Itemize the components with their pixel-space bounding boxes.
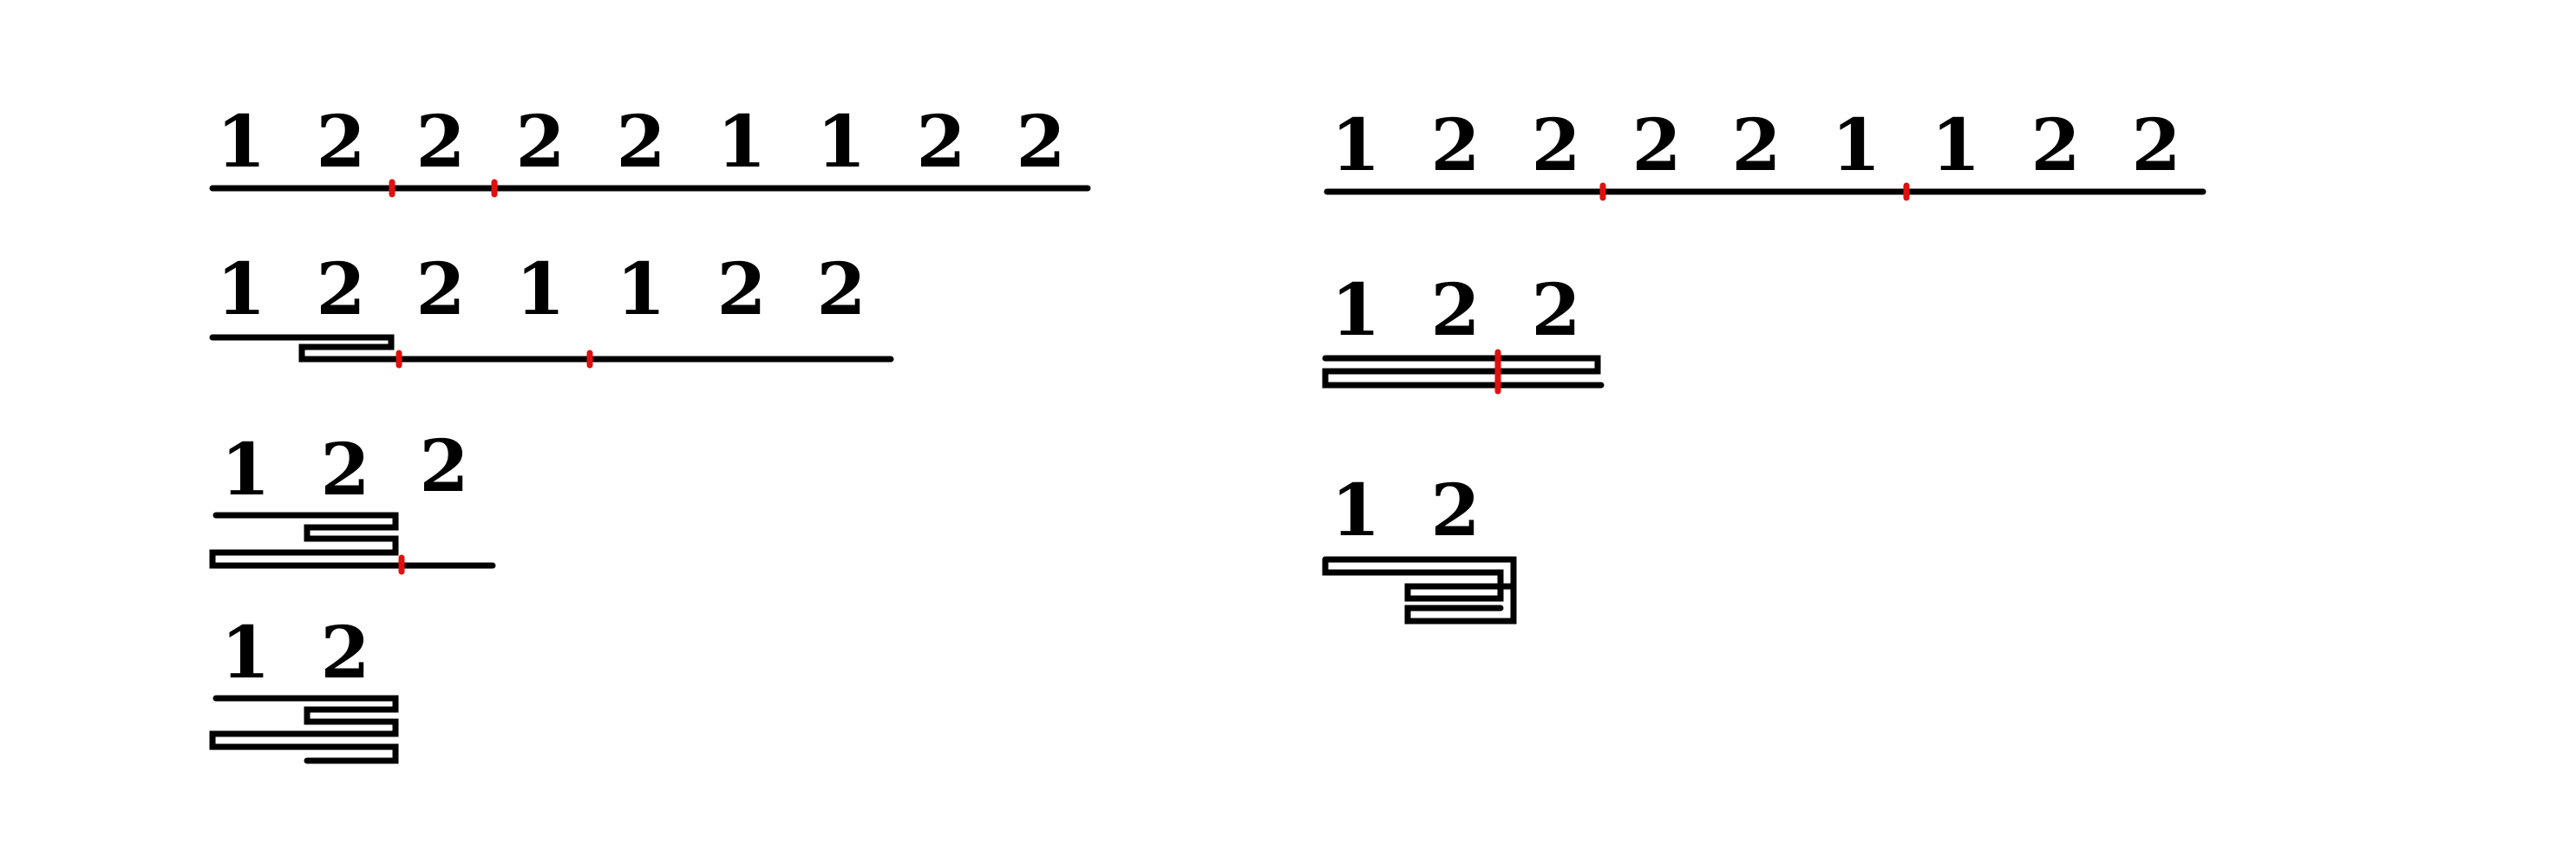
paper-strip [1322, 355, 1605, 389]
strip-label: 1 [1330, 269, 1380, 352]
left-step-3-labels: 1 2 2 [220, 425, 468, 512]
strip-label: 2 [1430, 269, 1480, 352]
strip-label: 1 [1931, 104, 1980, 187]
right-step-1-labels: 1 2 2 2 2 1 1 2 2 [1330, 104, 2180, 187]
left-step-4-labels: 1 2 [220, 612, 369, 695]
strip-label: 2 [415, 101, 465, 184]
right-step-2: 1 2 2 [1322, 269, 1605, 395]
strip-label: 2 [1430, 469, 1480, 553]
left-step-4: 1 2 [209, 612, 399, 764]
left-panel: 1 2 2 2 2 1 1 2 2 1 2 2 1 1 2 [209, 101, 1091, 764]
strip-label: 1 [216, 248, 265, 331]
strip-label: 2 [316, 101, 365, 184]
strip-label: 2 [1430, 104, 1480, 187]
strip-label: 2 [1731, 104, 1781, 187]
strip-label: 2 [415, 248, 465, 331]
strip-label: 2 [616, 101, 665, 184]
strip-label: 2 [515, 101, 565, 184]
strip-label: 2 [716, 248, 766, 331]
paper-strip [209, 512, 496, 569]
strip-label: 2 [320, 428, 369, 512]
strip-label: 2 [816, 248, 866, 331]
right-step-1: 1 2 2 2 2 1 1 2 2 [1324, 104, 2207, 201]
strip-label: 2 [419, 425, 468, 508]
strip-label: 1 [1330, 469, 1380, 553]
paper-strip [209, 334, 894, 363]
strip-label: 1 [616, 248, 665, 331]
strip-label: 2 [320, 612, 369, 695]
strip-label: 1 [515, 248, 565, 331]
paper-strip [1322, 556, 1517, 602]
strip-label: 1 [1330, 104, 1380, 187]
strip-label: 2 [916, 101, 965, 184]
left-step-1-labels: 1 2 2 2 2 1 1 2 2 [216, 101, 1065, 184]
paper-strip-outer-wrap [1322, 556, 1517, 625]
strip-label: 2 [316, 248, 365, 331]
strip-label: 1 [216, 101, 265, 184]
right-step-3: 1 2 [1322, 469, 1517, 625]
strip-label: 1 [1831, 104, 1880, 187]
right-step-2-labels: 1 2 2 [1330, 269, 1580, 352]
strip-label: 2 [1631, 104, 1681, 187]
strip-label: 1 [220, 612, 270, 695]
strip-label: 2 [1531, 104, 1580, 187]
strip-label: 1 [716, 101, 766, 184]
strip-label: 2 [1531, 269, 1580, 352]
paper-strip [209, 695, 399, 764]
strip-label: 2 [2030, 104, 2080, 187]
left-step-3: 1 2 2 [209, 425, 496, 575]
strip-label: 2 [1016, 101, 1065, 184]
strip-label: 1 [816, 101, 866, 184]
left-step-1: 1 2 2 2 2 1 1 2 2 [209, 101, 1091, 198]
left-step-2: 1 2 2 1 1 2 2 [209, 248, 894, 369]
strip-label: 1 [220, 428, 270, 512]
right-panel: 1 2 2 2 2 1 1 2 2 1 2 2 [1322, 104, 2207, 625]
left-step-2-labels: 1 2 2 1 1 2 2 [216, 248, 866, 331]
strip-label: 2 [2131, 104, 2180, 187]
right-step-3-labels: 1 2 [1330, 469, 1480, 553]
